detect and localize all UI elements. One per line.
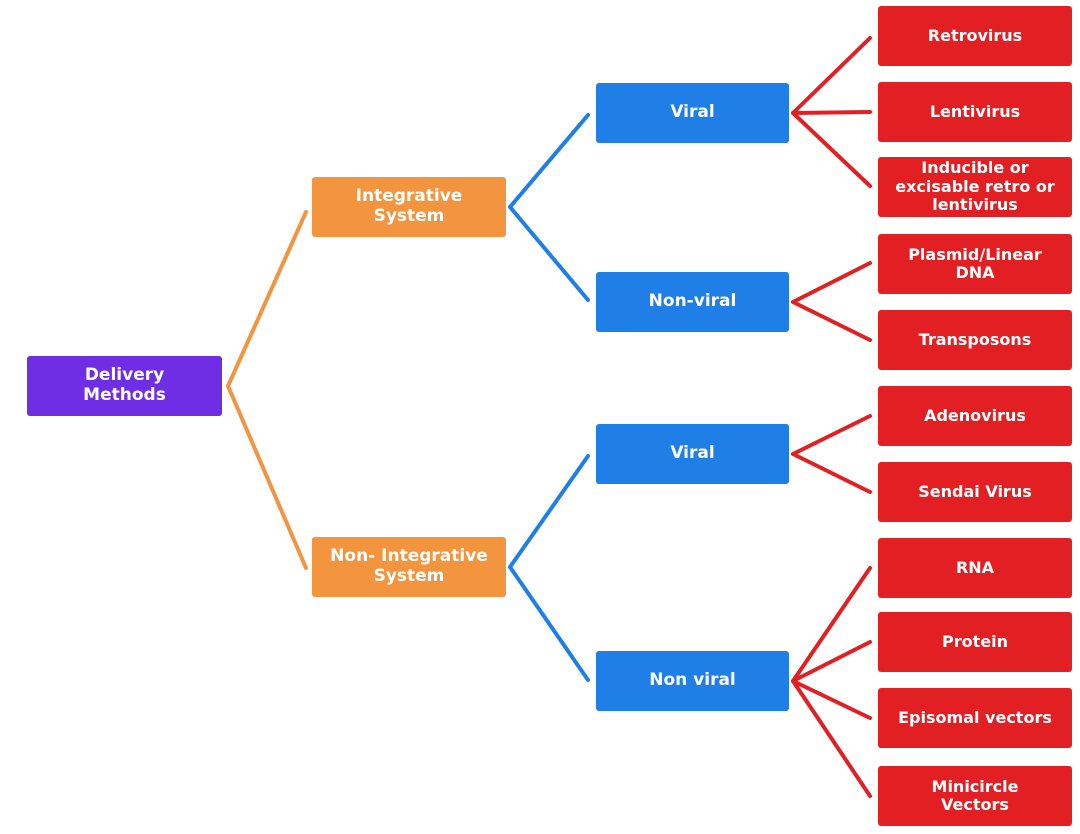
rna-node: RNA (878, 538, 1072, 598)
connector-root-integrative (226, 210, 308, 388)
adenovirus-node: Adenovirus (878, 386, 1072, 446)
connector-viral-retrovirus (791, 36, 872, 115)
connector-non-integrative-viral (508, 454, 590, 569)
connector-viral-sendai (791, 452, 872, 494)
integrative-viral-node: Viral (596, 83, 789, 143)
connector-viral-adenovirus (791, 414, 872, 456)
non-integrative-non-viral-node: Non viral (596, 651, 789, 711)
integrative-non-viral-node: Non-viral (596, 272, 789, 332)
integrative-system-node: Integrative System (312, 177, 506, 237)
plasmid-linear-dna-node: Plasmid/Linear DNA (878, 234, 1072, 294)
system-connectors (508, 113, 590, 682)
delivery-methods-node: Delivery Methods (27, 356, 222, 416)
protein-node: Protein (878, 612, 1072, 672)
connector-root-non-integrative (226, 384, 308, 570)
non-integrative-system-node: Non- Integrative System (312, 537, 506, 597)
connector-nonviral-rna (791, 566, 872, 683)
connector-nonviral-minicircle (791, 679, 872, 798)
sendai-virus-node: Sendai Virus (878, 462, 1072, 522)
minicircle-vectors-node: Minicircle Vectors (878, 766, 1072, 826)
connector-integrative-non-viral (508, 205, 590, 302)
transposons-node: Transposons (878, 310, 1072, 370)
connector-nonviral-protein (791, 640, 872, 683)
connector-nonviral-episomal (791, 679, 872, 720)
connector-integrative-viral (508, 113, 590, 209)
method-connectors (791, 36, 872, 798)
connector-viral-inducible (791, 111, 872, 188)
connector-nonviral-transposons (791, 300, 872, 342)
retrovirus-node: Retrovirus (878, 6, 1072, 66)
inducible-retro-lentivirus-node: Inducible or excisable retro or lentivir… (878, 157, 1072, 217)
non-integrative-viral-node: Viral (596, 424, 789, 484)
connector-non-integrative-non-viral (508, 565, 590, 682)
connector-viral-lentivirus (791, 110, 872, 115)
lentivirus-node: Lentivirus (878, 82, 1072, 142)
episomal-vectors-node: Episomal vectors (878, 688, 1072, 748)
connector-nonviral-plasmid (791, 261, 872, 304)
root-connectors (226, 210, 308, 570)
